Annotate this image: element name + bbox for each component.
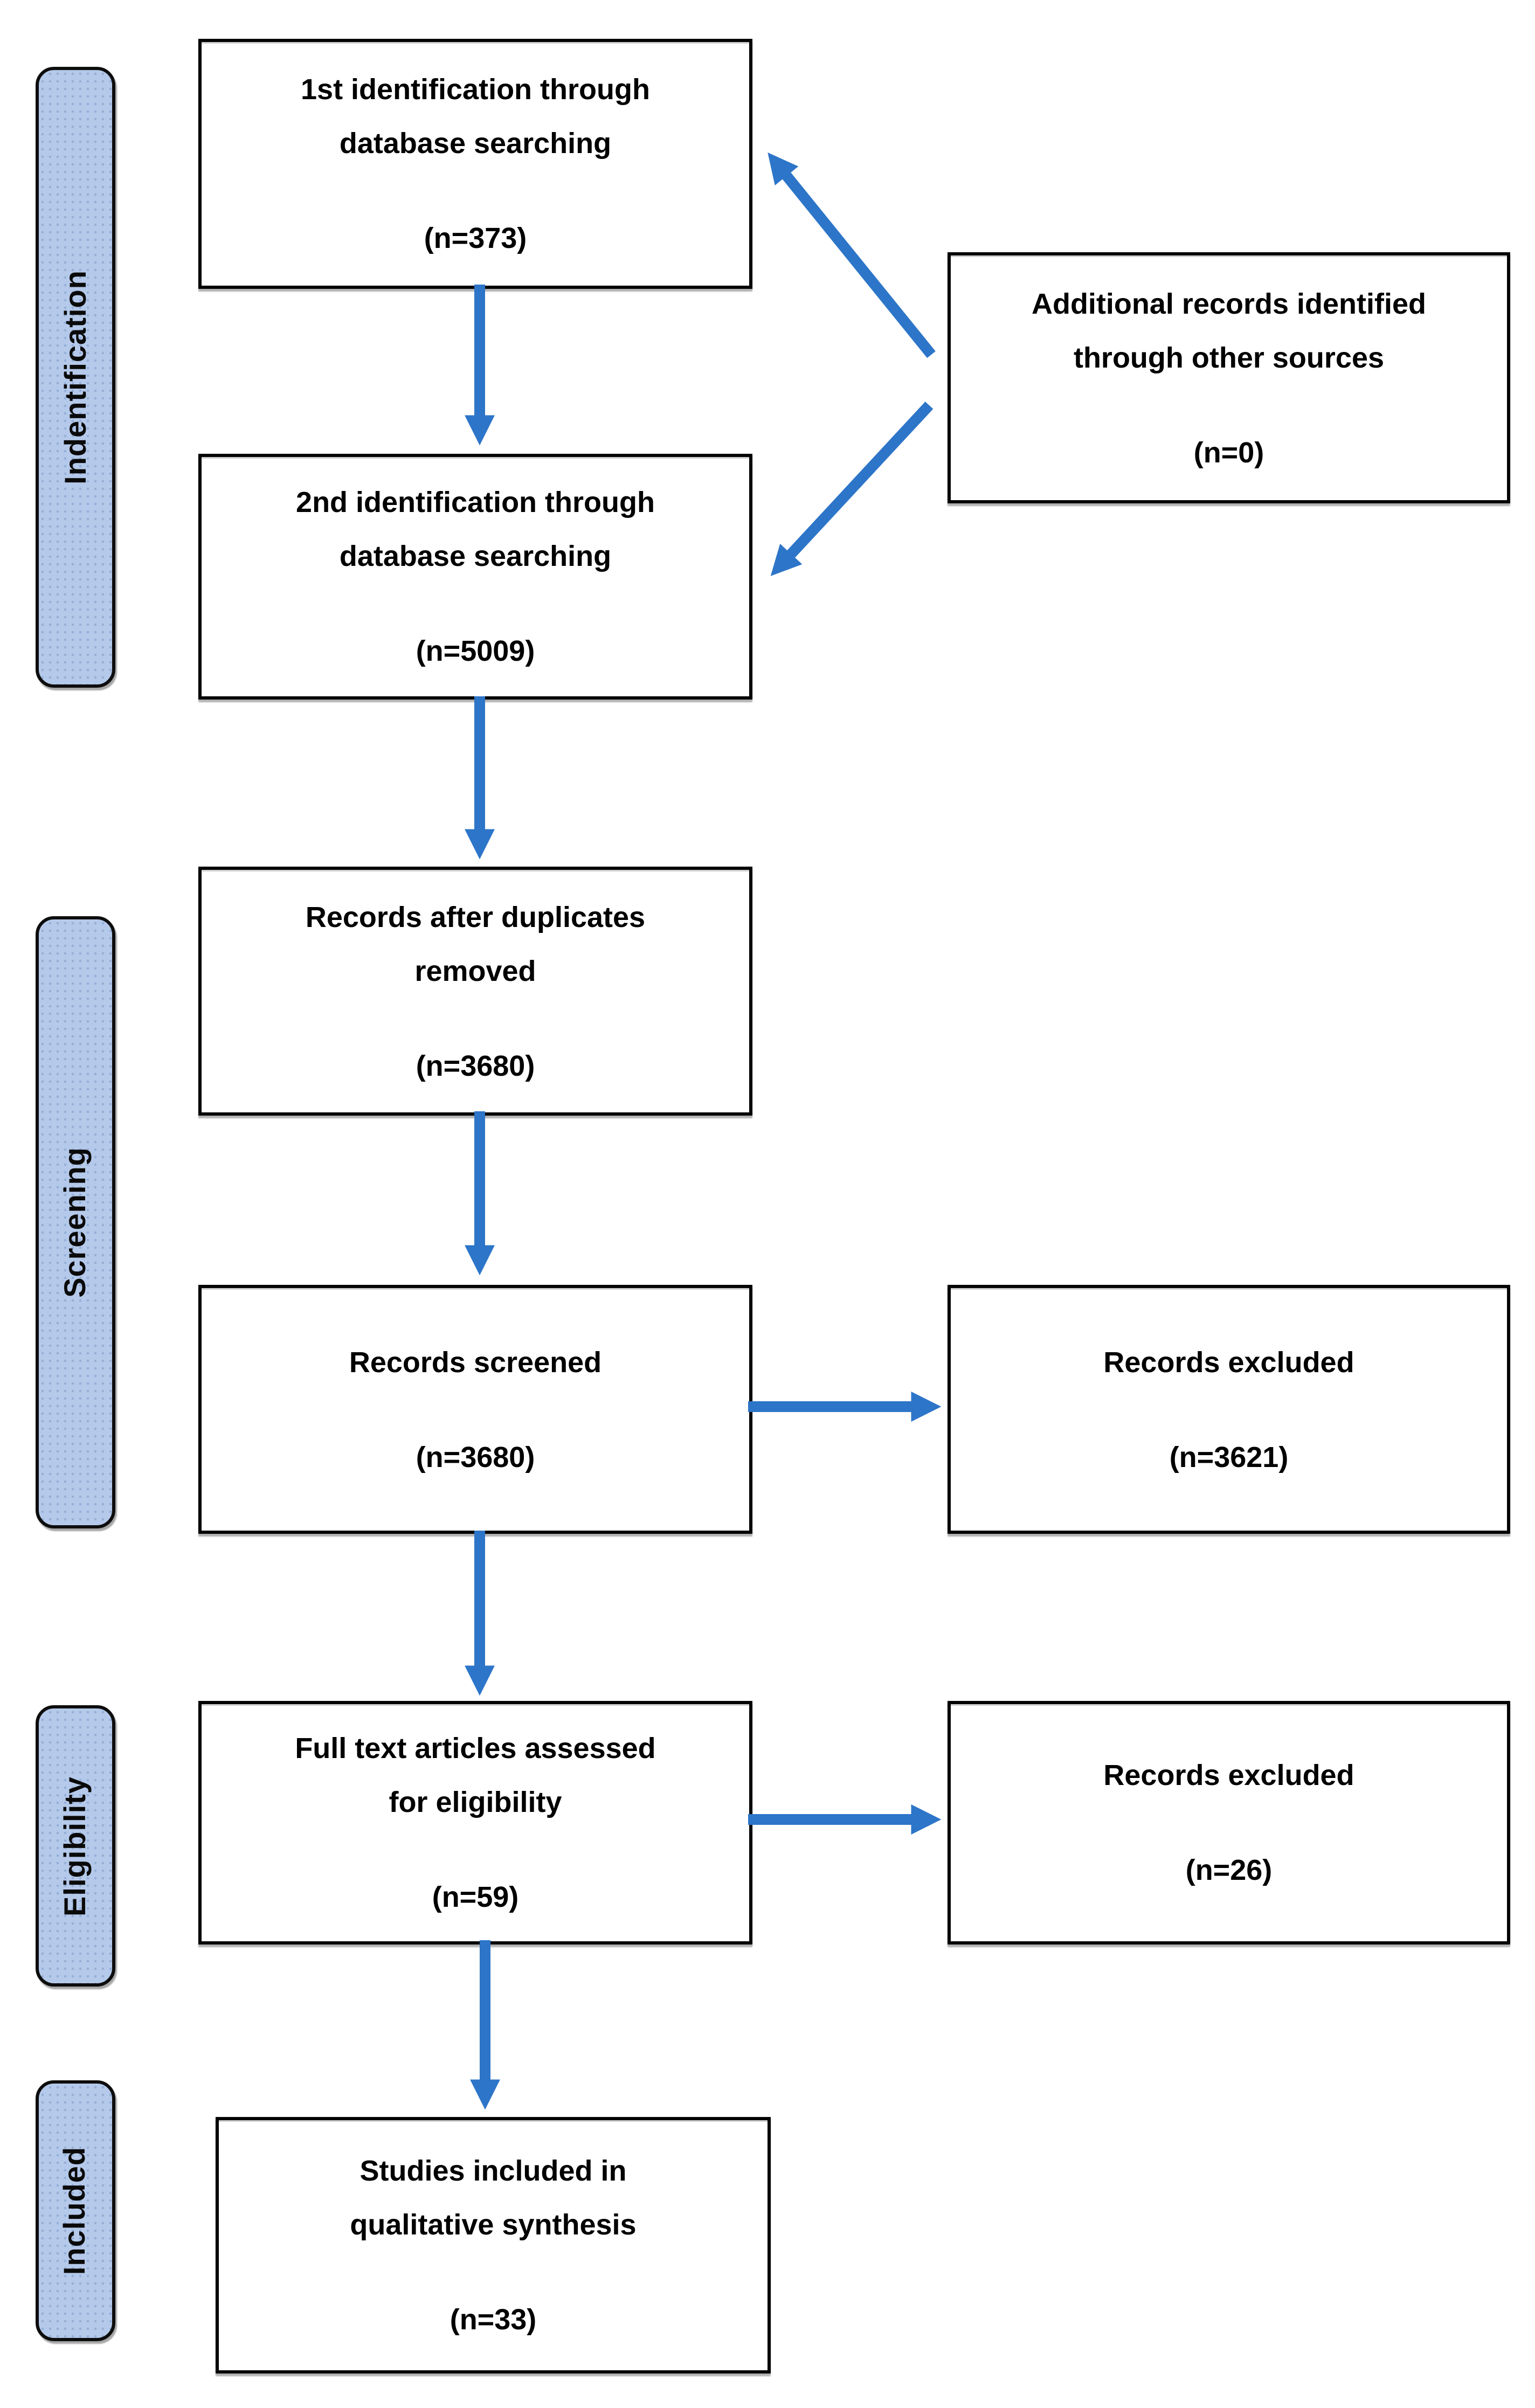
stage-pill-identification: Indentification — [36, 67, 115, 688]
box-second-identification: 2nd identification through database sear… — [198, 454, 752, 700]
arrow-other-to-db1-diagonal — [768, 152, 936, 358]
box-count: (n=3680) — [416, 1049, 535, 1082]
box-records-excluded-eligibility: Records excluded (n=26) — [948, 1701, 1510, 1945]
box-count: (n=3680) — [416, 1441, 535, 1473]
box-duplicates-removed: Records after duplicates removed (n=3680… — [198, 867, 752, 1116]
stage-pill-eligibility: Eligibility — [36, 1705, 115, 1987]
arrow-other-to-db2-diagonal — [770, 402, 934, 576]
box-records-excluded-screening: Records excluded (n=3621) — [948, 1285, 1510, 1534]
box-title-line: database searching — [339, 540, 612, 572]
box-studies-included: Studies included in qualitative synthesi… — [216, 2117, 771, 2374]
box-title-line: Full text articles assessed — [295, 1732, 656, 1765]
box-title-line: removed — [414, 954, 536, 987]
box-fulltext-assessed: Full text articles assessed for eligibil… — [198, 1701, 752, 1945]
stage-label-included: Included — [58, 2146, 92, 2275]
stage-label-eligibility: Eligibility — [58, 1776, 92, 1916]
box-title-line: Records screened — [349, 1346, 602, 1378]
stage-label-screening: Screening — [58, 1147, 92, 1298]
box-title-line: Records after duplicates — [305, 901, 646, 933]
box-first-identification: 1st identification through database sear… — [198, 39, 752, 289]
stage-pill-included: Included — [36, 2080, 115, 2341]
box-count: (n=373) — [424, 222, 527, 254]
box-title-line: Studies included in — [359, 2155, 627, 2187]
box-title-line: Records excluded — [1103, 1346, 1354, 1378]
box-additional-records: Additional records identified through ot… — [948, 252, 1510, 503]
box-count: (n=0) — [1193, 436, 1264, 468]
box-count: (n=5009) — [416, 635, 535, 667]
box-title-line: Additional records identified — [1031, 287, 1427, 320]
box-count: (n=59) — [432, 1881, 519, 1913]
box-title-line: 1st identification through — [301, 73, 650, 106]
box-title-line: database searching — [339, 127, 612, 160]
box-count: (n=3621) — [1169, 1441, 1289, 1473]
box-title-line: for eligibility — [389, 1786, 562, 1818]
stage-label-identification: Indentification — [58, 270, 92, 485]
box-title-line: through other sources — [1073, 341, 1385, 373]
stage-pill-screening: Screening — [36, 916, 115, 1528]
box-count: (n=33) — [450, 2303, 537, 2336]
box-records-screened: Records screened (n=3680) — [198, 1285, 752, 1534]
box-title-line: Records excluded — [1103, 1759, 1354, 1791]
box-title-line: 2nd identification through — [296, 486, 655, 518]
box-title-line: qualitative synthesis — [350, 2209, 637, 2241]
box-count: (n=26) — [1185, 1854, 1273, 1886]
